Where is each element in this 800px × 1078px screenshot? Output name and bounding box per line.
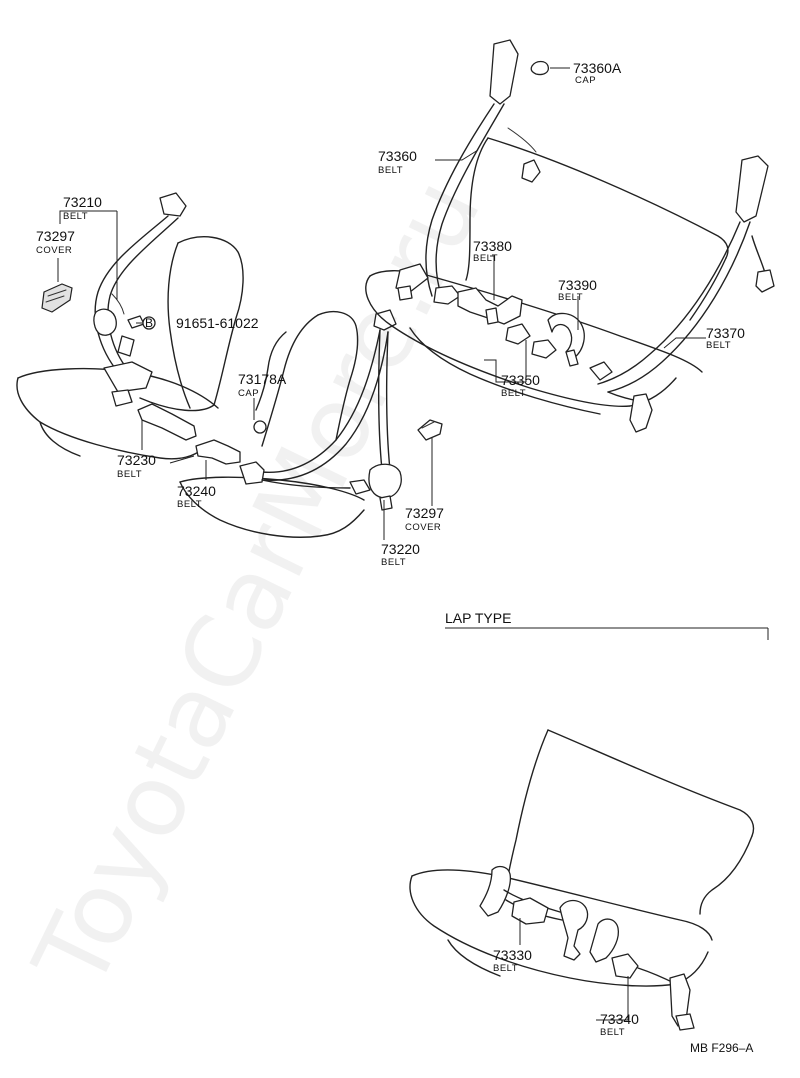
part-number: 73330 [493,947,532,963]
callout-73360: 73360 BELT [378,148,417,176]
front-left-buckle [137,403,241,465]
part-number: 73360A [573,60,622,76]
rear-center-belts [457,287,613,381]
callout-73240: 73240 BELT [177,483,216,510]
part-number: 73240 [177,483,216,499]
part-number: 73340 [600,1011,639,1027]
rear-seat [365,137,729,415]
callout-73350: 73350 BELT [501,372,540,399]
front-left-shoulder-belt [93,192,187,407]
part-number: 73297 [405,505,444,521]
part-number: 73380 [473,238,512,254]
part-name: BELT [63,211,88,222]
bolt-badge [142,316,156,330]
leader-lines [57,67,706,1021]
lap-type-belts [479,865,695,1031]
part-number: 73220 [381,541,420,557]
callout-73297-right: 73297 COVER [405,505,444,533]
callout-73297-left: 73297 COVER [36,228,75,256]
part-number: 73370 [706,325,745,341]
bolt-91651 [127,315,145,329]
rear-left-shoulder-belt [395,39,541,305]
part-number: 73350 [501,372,540,388]
part-name: BELT [177,499,202,510]
bolt-badge-letter: B [145,316,153,330]
part-name: BELT [558,292,583,303]
part-name: COVER [405,522,441,533]
part-number: 73297 [36,228,75,244]
part-name: BELT [117,469,142,480]
section-header-lap-type: LAP TYPE [445,610,511,626]
part-name: BELT [378,165,403,176]
diagram-code: MB F296–A [690,1041,753,1055]
part-name: BELT [600,1027,625,1038]
callout-73340: 73340 BELT [600,1011,639,1038]
part-name: BELT [706,340,731,351]
lap-type-rear-seat [409,729,755,987]
callout-73370: 73370 BELT [706,325,745,351]
part-number: 73230 [117,452,156,468]
rear-right-shoulder-belt [597,155,775,433]
part-number: 91651-61022 [176,315,259,331]
callout-73330: 73330 BELT [493,947,532,974]
callout-73178A: 73178A CAP [238,371,287,399]
callout-73220: 73220 BELT [381,541,420,568]
callout-73210: 73210 BELT [63,194,102,222]
cap-73178A [253,420,267,434]
part-number: 73360 [378,148,417,164]
part-name: BELT [473,253,498,264]
part-name: BELT [501,388,526,399]
cover-73297-left [41,283,73,313]
callout-73390: 73390 BELT [558,277,597,303]
callout-73230: 73230 BELT [117,452,156,480]
part-name: CAP [238,388,259,399]
part-name: CAP [575,75,596,86]
cap-73360A [530,60,550,76]
part-number: 73178A [238,371,287,387]
part-name: BELT [493,963,518,974]
callout-73380: 73380 BELT [473,238,512,264]
callout-91651-61022: B 91651-61022 [142,315,259,331]
part-number: 73390 [558,277,597,293]
cover-73297-right [417,419,443,441]
callout-73360A: 73360A CAP [573,60,622,86]
part-name: COVER [36,245,72,256]
part-name: BELT [381,557,406,568]
part-number: 73210 [63,194,102,210]
